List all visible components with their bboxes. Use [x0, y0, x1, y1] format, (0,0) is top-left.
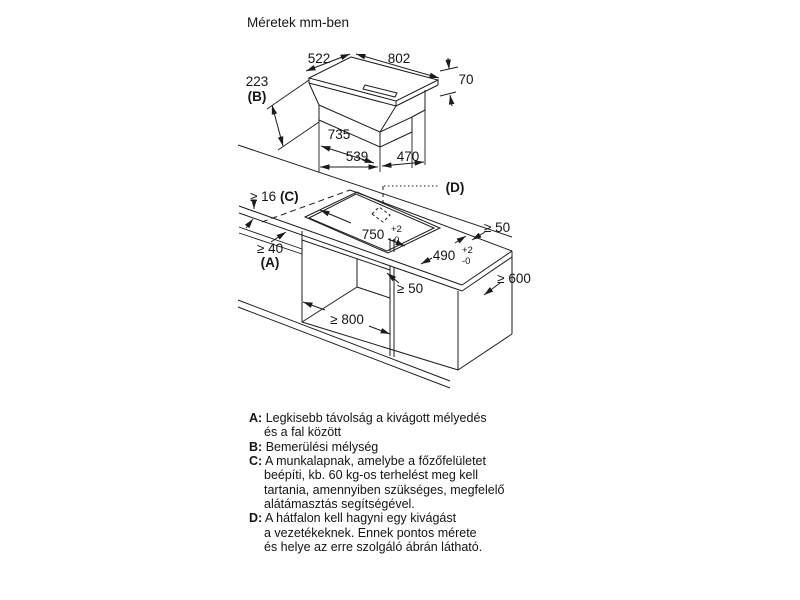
dim-wall-distance-label: ≥ 40 [257, 241, 283, 256]
cutout-length-tol-minus: -0 [391, 235, 399, 246]
page-title: Méretek mm-ben [247, 15, 350, 30]
dim-cutout-depth-label: 490 [433, 248, 456, 263]
dim-base-right-label: 470 [397, 149, 420, 164]
dim-immersion-label: 223 [246, 74, 269, 89]
cutout-outline [303, 191, 442, 254]
dim-housing-label: 735 [328, 127, 351, 142]
dim-depth-label: 522 [308, 51, 331, 66]
wall-dashed-line [261, 189, 351, 223]
note-d: D: A hátfalon kell hagyni egy kivágást a… [249, 511, 559, 554]
note-c: C: A munkalapnak, amelybe a főzőfelülete… [249, 454, 559, 511]
dim-base-left-label: 539 [346, 149, 369, 164]
note-a-key: A: [249, 411, 263, 425]
note-b: B: Bemerülési mélység [249, 440, 559, 454]
dim-clearance-mid-label: ≥ 50 [397, 281, 423, 296]
key-D-label: (D) [446, 180, 465, 195]
dim-cutout-length-label: 750 [362, 227, 385, 242]
note-a-line1: Legkisebb távolság a kivágott mélyedés [265, 411, 487, 425]
dim-clearance-back-label: ≥ 50 [484, 220, 510, 235]
note-d-line3: és helye az erre szolgáló ábrán látható. [264, 540, 483, 555]
cutout-length-tol-plus: +2 [391, 224, 402, 235]
note-c-line2: beépíti, kb. 60 kg-os terhelést meg kell [264, 468, 479, 483]
note-a: A: Legkisebb távolság a kivágott mélyedé… [249, 411, 559, 440]
housing-side-face [379, 116, 413, 148]
dim-thickness-label: ≥ 16 (C) [250, 189, 299, 204]
note-b-line1: Bemerülési mélység [265, 439, 379, 454]
cutout-depth-tol-plus: +2 [462, 245, 473, 256]
cooktop-isometric-drawing [266, 53, 459, 172]
wall-line [237, 144, 513, 238]
duct-cutout-dashed-box [371, 206, 391, 223]
key-A-label: (A) [261, 255, 280, 270]
worktop-cutout-drawing [237, 144, 513, 389]
cutout-depth-tol-minus: -0 [462, 256, 470, 267]
note-c-line3: tartania, amennyiben szükséges, megfelel… [264, 482, 505, 497]
note-c-key: C: [249, 454, 263, 469]
dim-base-width-label: ≥ 800 [330, 312, 364, 327]
cutout-inner-edge [307, 193, 436, 252]
note-d-key: D: [249, 511, 263, 526]
note-a-line2: és a fal között [264, 425, 342, 440]
dim-worktop-depth-label: ≥ 600 [497, 271, 531, 286]
note-c-line4: alátámasztás segítségével. [264, 497, 415, 512]
vent-slot [362, 84, 398, 98]
note-d-line1: A hátfalon kell hagyni egy kivágást [265, 511, 457, 526]
note-c-line1: A munkalapnak, amelybe a főzőfelületet [265, 454, 486, 469]
installation-notes: A: Legkisebb távolság a kivágott mélyedé… [249, 411, 559, 554]
note-d-line2: a vezetékeknek. Ennek pontos mérete [264, 525, 477, 540]
key-B-label: (B) [248, 89, 267, 104]
dim-height-label: 70 [458, 72, 473, 87]
dim-width-label: 802 [388, 51, 411, 66]
note-b-key: B: [249, 439, 263, 454]
